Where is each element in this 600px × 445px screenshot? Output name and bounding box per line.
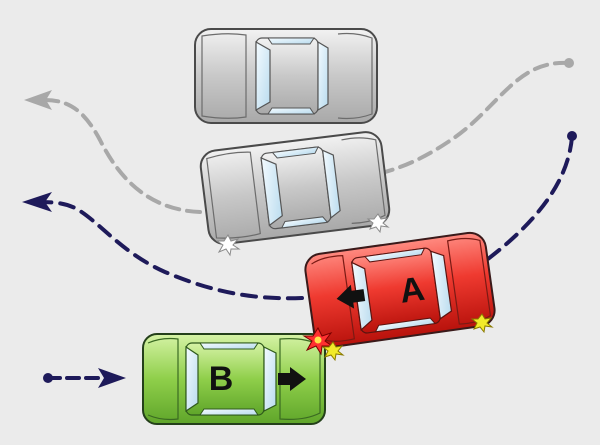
car-a-path-line — [34, 135, 574, 301]
car-a-path — [22, 131, 577, 301]
ghost-path-line — [43, 60, 570, 214]
car-a-path-start-dot — [567, 131, 577, 141]
impact-spark-icon — [321, 341, 345, 362]
car-b-path-start-dot — [43, 373, 53, 383]
car-b-label: B — [209, 360, 234, 398]
crash-burst-icon — [302, 326, 334, 356]
car-a-path-arrowhead — [22, 192, 52, 212]
car-a-rear-scuff-burst — [470, 313, 494, 334]
car-a: A — [304, 231, 496, 349]
ghost-car-scuff-burst-left — [215, 234, 241, 257]
ghost-car-previous-position — [199, 131, 391, 245]
arrow-left-icon — [336, 284, 366, 309]
ghost-car-parked — [194, 28, 378, 124]
car-b-path — [43, 368, 126, 388]
car-b-path-arrowhead — [98, 368, 126, 388]
ghost-path-arrowhead — [24, 90, 52, 110]
ghost-path-start-dot — [564, 58, 574, 68]
ghost-car-scuff-burst-right — [366, 213, 390, 234]
arrow-right-icon — [278, 367, 306, 391]
ghost-car-path — [24, 58, 574, 214]
car-a-label: A — [397, 270, 427, 311]
car-b: B — [142, 333, 326, 425]
